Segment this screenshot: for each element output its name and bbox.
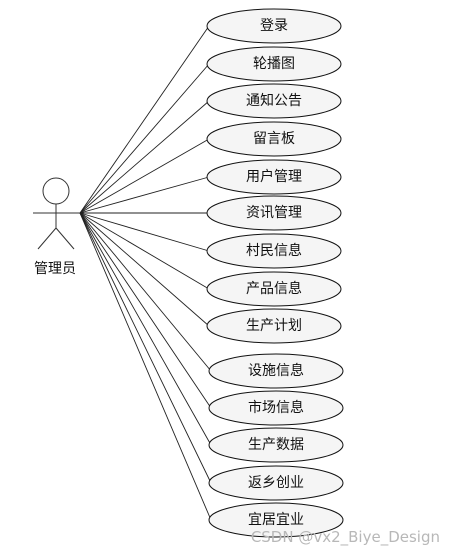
association-line xyxy=(79,212,212,446)
association-line xyxy=(79,212,212,372)
association-line xyxy=(79,212,212,409)
association-line xyxy=(79,100,210,214)
use-case-label: 轮播图 xyxy=(253,56,295,72)
use-case-label: 生产计划 xyxy=(246,318,302,334)
use-case: 留言板 xyxy=(206,121,342,157)
actor-left-leg xyxy=(37,227,57,250)
use-case-label: 通知公告 xyxy=(246,92,302,109)
watermark-text: CSDN @vx2_Biye_Design xyxy=(251,528,440,547)
use-case: 资讯管理 xyxy=(206,195,342,231)
use-case-label: 村民信息 xyxy=(246,242,302,259)
use-case-label: 返乡创业 xyxy=(248,475,304,491)
association-line xyxy=(79,212,210,327)
use-case: 登录 xyxy=(206,8,342,44)
use-case-label: 用户管理 xyxy=(246,168,302,185)
use-case-ellipse xyxy=(208,353,344,389)
association-line xyxy=(79,212,210,252)
use-case-ellipse xyxy=(208,427,344,463)
association-line xyxy=(79,212,212,521)
use-case: 村民信息 xyxy=(206,233,342,269)
use-case-label: 登录 xyxy=(260,18,288,34)
use-cases: 登录轮播图通知公告留言板用户管理资讯管理村民信息产品信息生产计划设施信息市场信息… xyxy=(206,8,344,538)
association-line xyxy=(79,176,210,214)
use-case-ellipse xyxy=(208,390,344,426)
use-case-label: 生产数据 xyxy=(248,437,304,453)
use-case-ellipse xyxy=(208,502,344,538)
association-line xyxy=(79,25,210,214)
use-case: 用户管理 xyxy=(206,159,342,195)
use-case: 市场信息 xyxy=(208,390,344,426)
use-case-label: 宜居宜业 xyxy=(248,512,304,528)
actor-head xyxy=(42,177,70,205)
use-case-label: 产品信息 xyxy=(246,280,302,297)
use-case-label: 设施信息 xyxy=(248,362,304,379)
use-case-ellipse xyxy=(208,465,344,501)
use-case: 产品信息 xyxy=(206,271,342,307)
use-case: 生产数据 xyxy=(208,427,344,463)
use-case-ellipse xyxy=(206,308,342,344)
use-case-label: 留言板 xyxy=(253,131,295,147)
actor-name: 管理员 xyxy=(34,261,76,277)
use-case: 轮播图 xyxy=(206,46,342,82)
use-case: 返乡创业 xyxy=(208,465,344,501)
use-case-ellipse xyxy=(206,83,342,119)
association-line xyxy=(79,138,210,214)
use-case: 宜居宜业 xyxy=(208,502,344,538)
use-case-ellipse xyxy=(206,271,342,307)
actor-admin: 管理员 xyxy=(33,177,80,277)
association-lines xyxy=(79,25,212,521)
actor-right-leg xyxy=(55,227,75,250)
use-case: 通知公告 xyxy=(206,83,342,119)
use-case-label: 市场信息 xyxy=(248,399,304,416)
use-case-ellipse xyxy=(206,121,342,157)
association-line xyxy=(79,212,212,484)
use-case: 设施信息 xyxy=(208,353,344,389)
use-case-ellipse xyxy=(206,159,342,195)
use-case-label: 资讯管理 xyxy=(246,205,302,221)
use-case-ellipse xyxy=(206,195,342,231)
use-case-ellipse xyxy=(206,233,342,269)
use-case-ellipse xyxy=(206,46,342,82)
association-line xyxy=(79,212,210,290)
use-case-ellipse xyxy=(206,8,342,44)
use-case: 生产计划 xyxy=(206,308,342,344)
association-line xyxy=(79,63,210,214)
